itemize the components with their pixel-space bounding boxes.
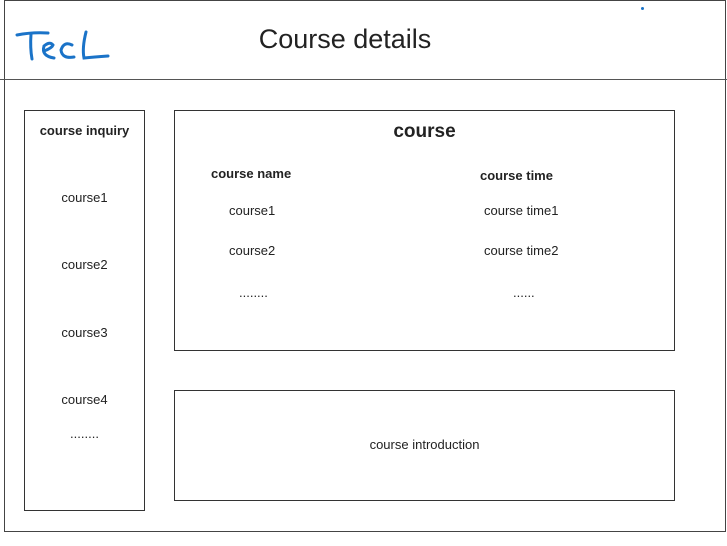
page-title: Course details — [258, 24, 432, 54]
course-name-cell[interactable]: course2 — [229, 243, 276, 258]
column-header-course-name: course name — [211, 166, 292, 181]
course-time-cell: course time1 — [484, 203, 559, 218]
course-inquiry-sidebar: course inquiry course1 course2 course3 c… — [24, 110, 145, 511]
sidebar-item-more[interactable]: ........ — [70, 426, 99, 441]
course-introduction-text: course introduction — [369, 437, 480, 452]
brand-logo[interactable] — [14, 28, 114, 68]
course-panel: course course name course time course1 c… — [174, 110, 675, 351]
page-frame — [4, 0, 726, 532]
sidebar-item-course2[interactable]: course2 — [61, 257, 108, 272]
sidebar-item-course1[interactable]: course1 — [61, 190, 108, 205]
sidebar-title: course inquiry — [39, 123, 130, 138]
course-name-cell[interactable]: course1 — [229, 203, 276, 218]
course-name-cell-more: ........ — [239, 285, 268, 300]
header-divider — [0, 79, 727, 80]
course-panel-title: course — [393, 121, 456, 142]
sidebar-item-course4[interactable]: course4 — [61, 392, 108, 407]
column-header-course-time: course time — [480, 168, 553, 183]
status-dot — [641, 7, 644, 10]
course-time-cell: course time2 — [484, 243, 559, 258]
sidebar-item-course3[interactable]: course3 — [61, 325, 108, 340]
course-time-cell-more: ...... — [513, 285, 535, 300]
course-introduction-panel: course introduction — [174, 390, 675, 501]
